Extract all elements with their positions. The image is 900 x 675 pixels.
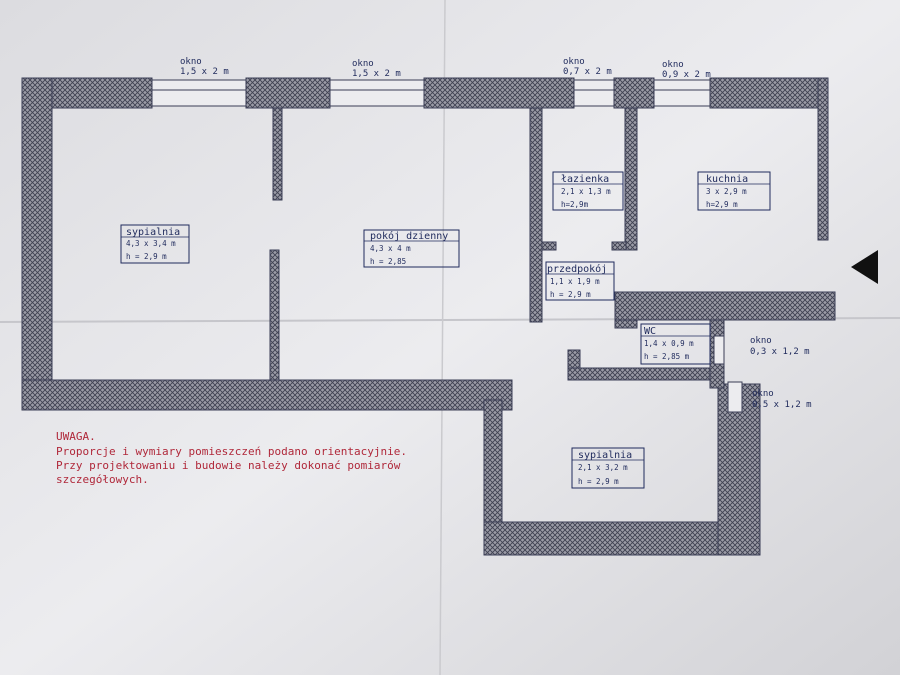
room-name: przedpokój (547, 263, 607, 275)
room-name: WC (644, 326, 656, 337)
room-height: h = 2,9 m (550, 290, 591, 299)
window-dims: 0,3 x 1,2 m (750, 347, 810, 357)
walls (21, 77, 836, 556)
window-dims: 1,5 x 2 m (180, 67, 229, 77)
room-name: sypialnia (126, 227, 180, 238)
room-name: łazienka (561, 174, 609, 185)
window-dims: 0,7 x 2 m (563, 67, 612, 77)
window-label: okno (750, 336, 772, 346)
entrance-arrow-icon (851, 250, 878, 284)
room-pokoj-dzienny: pokój dzienny 4,3 x 4 m h = 2,85 (363, 229, 460, 268)
room-przedpokoj: przedpokój 1,1 x 1,9 m h = 2,9 m (545, 261, 615, 301)
window-labels: okno 1,5 x 2 m okno 1,5 x 2 m okno 0,7 x… (180, 57, 812, 410)
room-name: sypialnia (578, 450, 632, 461)
room-height: h = 2,9 m (578, 477, 619, 486)
room-height: h=2,9 m (706, 200, 738, 209)
note-line: Przy projektowaniu i budowie należy doko… (56, 459, 401, 472)
note-line: Proporcje i wymiary pomieszczeń podano o… (56, 445, 407, 458)
window-dims: 1,5 x 2 m (352, 69, 401, 79)
room-dims: 3 x 2,9 m (706, 187, 747, 196)
room-height: h=2,9m (561, 200, 589, 209)
room-name: kuchnia (706, 174, 748, 185)
room-dims: 1,1 x 1,9 m (550, 277, 600, 286)
fold-line (439, 0, 446, 675)
window-label: okno (352, 59, 374, 69)
note-line: szczegółowych. (56, 473, 149, 486)
window-openings (151, 79, 743, 413)
window-label: okno (563, 57, 585, 67)
note-title: UWAGA. (56, 430, 96, 443)
window-dims: 0,5 x 1,2 m (752, 400, 812, 410)
room-name: pokój dzienny (370, 230, 448, 242)
room-dims: 2,1 x 3,2 m (578, 463, 628, 472)
room-lazienka: łazienka 2,1 x 1,3 m h=2,9m (552, 171, 624, 211)
room-height: h = 2,85 m (644, 352, 690, 361)
note-block: UWAGA. Proporcje i wymiary pomieszczeń p… (56, 430, 407, 486)
room-dims: 2,1 x 1,3 m (561, 187, 611, 196)
room-height: h = 2,85 (370, 257, 406, 266)
window-dims: 0,9 x 2 m (662, 70, 711, 80)
room-dims: 4,3 x 4 m (370, 244, 411, 253)
room-wc: WC 1,4 x 0,9 m h = 2,85 m (640, 323, 711, 365)
room-kuchnia: kuchnia 3 x 2,9 m h=2,9 m (697, 171, 771, 211)
window-label: okno (662, 60, 684, 70)
window-label: okno (752, 389, 774, 399)
room-sypialnia-large: sypialnia 4,3 x 3,4 m h = 2,9 m (120, 224, 190, 264)
room-dims: 1,4 x 0,9 m (644, 339, 694, 348)
room-height: h = 2,9 m (126, 252, 167, 261)
window-label: okno (180, 57, 202, 67)
room-sypialnia-small: sypialnia 2,1 x 3,2 m h = 2,9 m (571, 447, 645, 489)
room-dims: 4,3 x 3,4 m (126, 239, 176, 248)
